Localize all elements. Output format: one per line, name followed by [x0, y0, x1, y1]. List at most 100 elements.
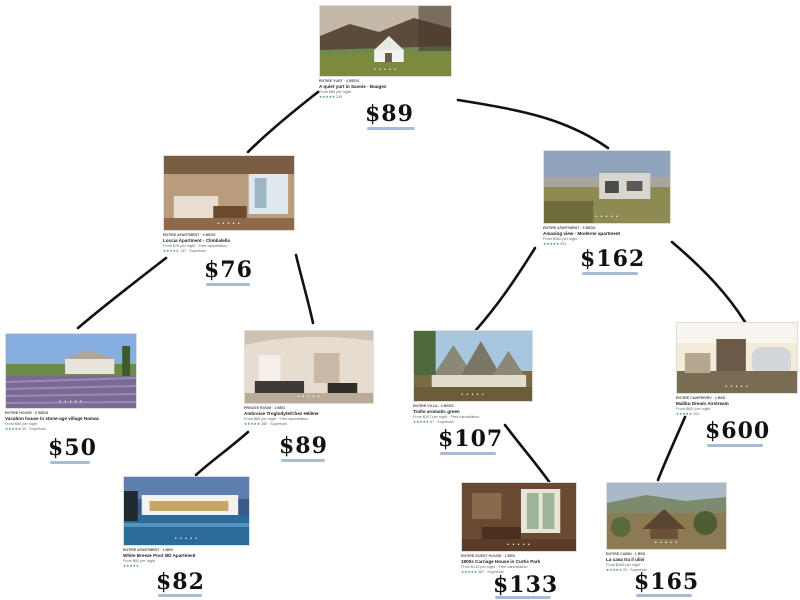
price-label-l1: $76 — [204, 257, 253, 283]
listing-meta: ENTIRE GUEST HOUSE · 1 BED — [461, 554, 516, 558]
rating-count: 245 — [336, 95, 343, 99]
price-underline — [158, 594, 202, 597]
rating-stars: ★★★★★ — [413, 420, 430, 424]
listing-price-line: From $50 per night — [5, 422, 38, 426]
listing-card-amazing-view[interactable]: • • • • • ENTIRE APARTMENT · 3 BEDS Amaz… — [543, 150, 671, 247]
pool-house-photo[interactable]: • • • • • — [123, 476, 250, 546]
listing-title[interactable]: A quiet yurt in Savoie - Bauges — [319, 84, 387, 89]
listing-meta: ENTIRE APARTMENT · 3 BEDS — [543, 226, 596, 230]
rating-count: 137 · Superhost — [180, 249, 206, 253]
lavender-field-photo[interactable]: • • • • • — [5, 333, 137, 409]
rating-stars: ★★★★★ — [123, 564, 140, 568]
listing-meta: ENTIRE HOUSE · 6 BEDS — [5, 411, 49, 415]
listing-card-loccia[interactable]: • • • • • ENTIRE APARTMENT · 3 BEDS Locc… — [163, 155, 295, 254]
listing-card-yurt[interactable]: • • • • • ENTIRE YURT · 4 BEDS A quiet y… — [319, 5, 452, 100]
listing-card-trullo[interactable]: • • • • • ENTIRE VILLA · 4 BEDS Trullo a… — [413, 330, 533, 425]
price-label-rr: $600 — [705, 418, 771, 444]
carousel-dots[interactable]: • • • • • — [217, 221, 241, 227]
listing-card-airstream[interactable]: • • • • • ENTIRE CAMPER/RV · 1 BED Malib… — [676, 322, 798, 417]
listing-title[interactable]: Loccia Apartment - Climbalella — [163, 238, 230, 243]
price-label-rrl: $165 — [634, 569, 700, 595]
listing-price-line: From $107 per night · Free cancellation — [413, 415, 480, 419]
price-underline — [636, 594, 692, 597]
listing-meta: ENTIRE CABIN · 1 BED — [606, 552, 646, 556]
rating-count: 285 · Superhost — [261, 422, 287, 426]
listing-rating: ★★★★★ — [123, 564, 250, 569]
rating-count: 487 · Superhost — [478, 570, 504, 574]
carousel-dots[interactable]: • • • • • — [725, 384, 749, 390]
carousel-dots[interactable]: • • • • • — [595, 214, 619, 220]
listing-card-white-breeze[interactable]: • • • • • ENTIRE APARTMENT · 1 BED White… — [123, 476, 250, 569]
carousel-dots[interactable]: • • • • • — [654, 540, 679, 546]
olive-hut-photo[interactable]: • • • • • — [606, 482, 727, 550]
yurt-photo[interactable]: • • • • • — [319, 5, 452, 77]
listing-rating: ★★★★★ 245 — [319, 95, 452, 100]
carousel-dots[interactable]: • • • • • — [59, 399, 83, 405]
edge-rl-rlr — [503, 423, 552, 485]
rating-count: 30 · Superhost — [22, 427, 46, 431]
airstream-photo[interactable]: • • • • • — [676, 322, 798, 394]
listing-card-vacation-house[interactable]: • • • • • ENTIRE HOUSE · 6 BEDS Vacation… — [5, 333, 137, 432]
listing-title[interactable]: Ambroise Troglodyte/Chez Hélène — [244, 411, 319, 416]
listing-meta: PRIVATE ROOM · 1 BED — [244, 406, 285, 410]
listing-price-line: From $89 per night — [319, 90, 352, 94]
listing-price-line: From $162 per night — [543, 237, 578, 241]
edge-r1-rl — [474, 246, 537, 332]
carousel-dots[interactable]: • • • • • — [373, 67, 398, 73]
price-underline — [281, 459, 325, 462]
listing-rating: ★★★★★ 137 · Superhost — [163, 249, 295, 254]
carousel-dots[interactable]: • • • • • — [461, 392, 485, 398]
listing-meta: ENTIRE APARTMENT · 3 BEDS — [163, 233, 216, 237]
price-underline — [367, 127, 415, 130]
listing-title[interactable]: White Breeze Pool 3ID Apartment — [123, 553, 196, 558]
edge-l1-ll — [76, 256, 168, 330]
price-label-lrl: $82 — [156, 569, 205, 595]
trullo-photo[interactable]: • • • • • — [413, 330, 533, 402]
listing-title[interactable]: 1800s Carriage House in Curtis Park — [461, 559, 541, 564]
listing-rating: ★★★★★ 285 · Superhost — [244, 422, 374, 427]
price-underline — [50, 461, 90, 464]
price-label-rl: $107 — [438, 426, 504, 452]
price-underline — [707, 444, 763, 447]
apartment-interior-photo[interactable]: • • • • • — [163, 155, 295, 231]
rating-count: 23 · Superhost — [623, 568, 647, 572]
carousel-dots[interactable]: • • • • • — [507, 542, 531, 548]
listing-title[interactable]: Trullo aromatic green — [413, 409, 460, 414]
rating-count: 291 — [560, 242, 567, 246]
listing-card-carriage-house[interactable]: • • • • • ENTIRE GUEST HOUSE · 1 BED 180… — [461, 482, 577, 575]
listing-rating: ★★★★★ 57 · Superhost — [413, 420, 533, 425]
listing-title[interactable]: Malibu Dream Airstream — [676, 401, 729, 406]
price-label-rlr: $133 — [493, 572, 559, 598]
listing-price-line: From $89 per night · Free cancellation — [244, 417, 309, 421]
price-label-root: $89 — [365, 101, 414, 127]
rating-stars: ★★★★★ — [606, 568, 623, 572]
listing-price-line: From $82 per night — [123, 559, 156, 563]
carousel-dots[interactable]: • • • • • — [174, 536, 199, 542]
edge-root-r1 — [456, 98, 610, 150]
edge-r1-rr — [670, 240, 747, 324]
listing-rating: ★★★★★ 291 — [543, 242, 671, 247]
carousel-dots[interactable]: • • • • • — [297, 394, 321, 400]
price-label-r1: $162 — [580, 246, 646, 272]
listing-card-casa-ulivi[interactable]: • • • • • ENTIRE CABIN · 1 BED La casa t… — [606, 482, 727, 573]
listing-price-line: From $133 per night · Free cancellation — [461, 565, 528, 569]
edge-lr-lrl — [194, 430, 250, 477]
listing-meta: ENTIRE YURT · 4 BEDS — [319, 79, 360, 83]
modern-house-photo[interactable]: • • • • • — [543, 150, 671, 224]
listing-title[interactable]: Amazing view - Moderne apartment — [543, 231, 621, 236]
carriage-house-photo[interactable]: • • • • • — [461, 482, 577, 552]
rating-count: 57 · Superhost — [430, 420, 454, 424]
listing-meta: ENTIRE CAMPER/RV · 1 BED — [676, 396, 726, 400]
price-underline — [440, 452, 496, 455]
listing-card-troglodyte[interactable]: • • • • • PRIVATE ROOM · 1 BED Ambroise … — [244, 330, 374, 427]
rating-stars: ★★★★★ — [319, 95, 336, 99]
rating-stars: ★★★★★ — [163, 249, 180, 253]
price-underline — [582, 272, 638, 275]
listing-rating: ★★★★★ 202 — [676, 412, 798, 417]
cave-room-photo[interactable]: • • • • • — [244, 330, 374, 404]
listing-title[interactable]: La casa tra il ulivi — [606, 557, 645, 562]
rating-stars: ★★★★★ — [461, 570, 478, 574]
listing-title[interactable]: Vacation house in stone-age village Noma… — [5, 416, 100, 421]
rating-stars: ★★★★★ — [244, 422, 261, 426]
